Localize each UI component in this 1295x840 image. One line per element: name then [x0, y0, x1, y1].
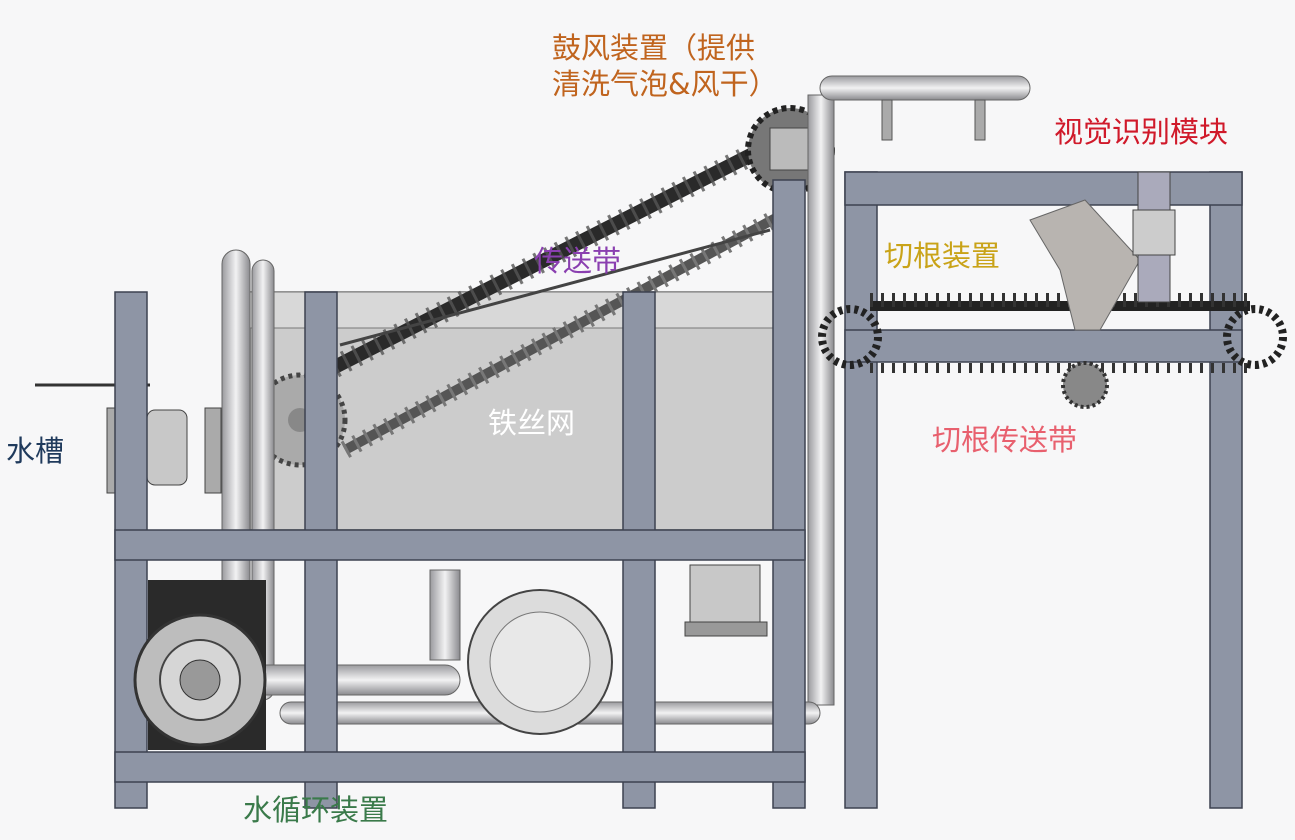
water-pump — [133, 580, 267, 750]
conveyor-belt — [265, 125, 805, 458]
label-blower-line2: 清洗气泡&风干） — [552, 67, 778, 101]
root-cutting-conveyor — [818, 293, 1287, 409]
label-blower: 鼓风装置（提供 清洗气泡&风干） — [552, 30, 778, 102]
label-conveyor: 传送带 — [534, 244, 622, 278]
blower-pipe — [807, 75, 1031, 706]
label-root-conveyor: 切根传送带 — [932, 423, 1078, 457]
motor — [429, 564, 768, 735]
label-water-circulation: 水循环装置 — [243, 793, 389, 827]
label-vision-module: 视觉识别模块 — [1054, 115, 1229, 149]
label-blower-line1: 鼓风装置（提供 — [552, 31, 756, 65]
left-frame — [114, 179, 806, 809]
vision-module — [1132, 171, 1176, 303]
right-frame — [844, 171, 1243, 809]
cutting-blade — [1029, 199, 1141, 331]
label-root-cutter: 切根装置 — [884, 239, 1001, 273]
label-water-tank: 水槽 — [6, 434, 65, 468]
label-wire-mesh: 铁丝网 — [488, 406, 576, 440]
